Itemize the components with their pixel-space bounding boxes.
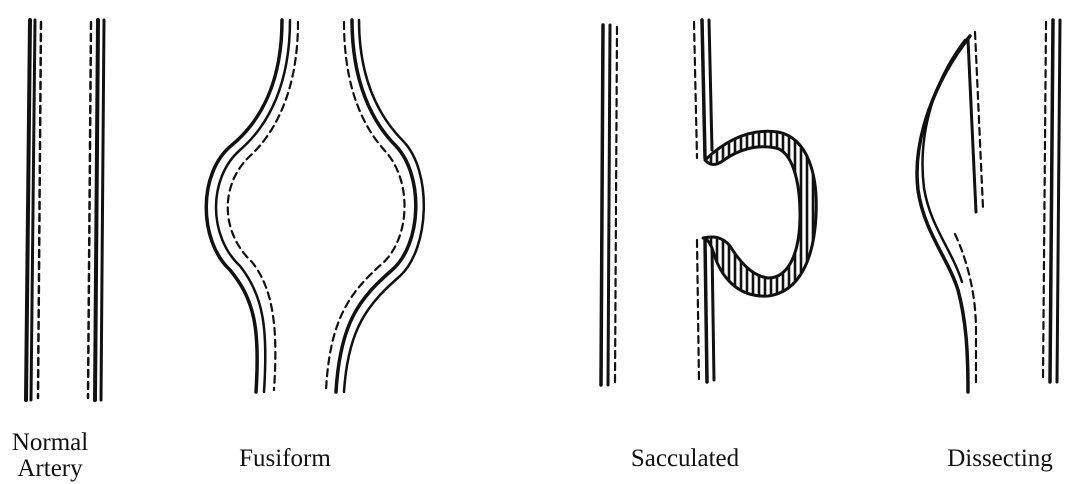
sacculated-aneurysm-drawing	[601, 20, 816, 385]
normal-artery-left-wall	[26, 20, 41, 400]
sacculated-right-wall-lower	[697, 240, 714, 382]
label-dissecting: Dissecting	[935, 446, 1065, 472]
label-fusiform: Fusiform	[205, 446, 365, 472]
dissecting-right-wall	[1043, 20, 1060, 382]
sacculated-left-wall	[601, 25, 617, 385]
dissecting-aneurysm-drawing	[917, 20, 1060, 392]
normal-artery-drawing	[26, 20, 104, 400]
fusiform-left-wall	[206, 20, 298, 392]
label-normal-artery-line-2: Artery	[0, 456, 100, 482]
label-normal-artery: Normal Artery	[0, 430, 100, 482]
label-sacculated: Sacculated	[600, 446, 770, 472]
normal-artery-right-wall	[88, 20, 104, 400]
fusiform-aneurysm-drawing	[206, 20, 424, 392]
dissecting-outer-wall	[917, 36, 970, 392]
sacculated-sac	[703, 131, 816, 296]
label-normal-artery-line-1: Normal	[0, 430, 100, 456]
fusiform-right-wall	[326, 20, 424, 392]
dissecting-intimal-flap	[955, 32, 983, 382]
sacculated-right-wall-upper	[694, 20, 712, 158]
